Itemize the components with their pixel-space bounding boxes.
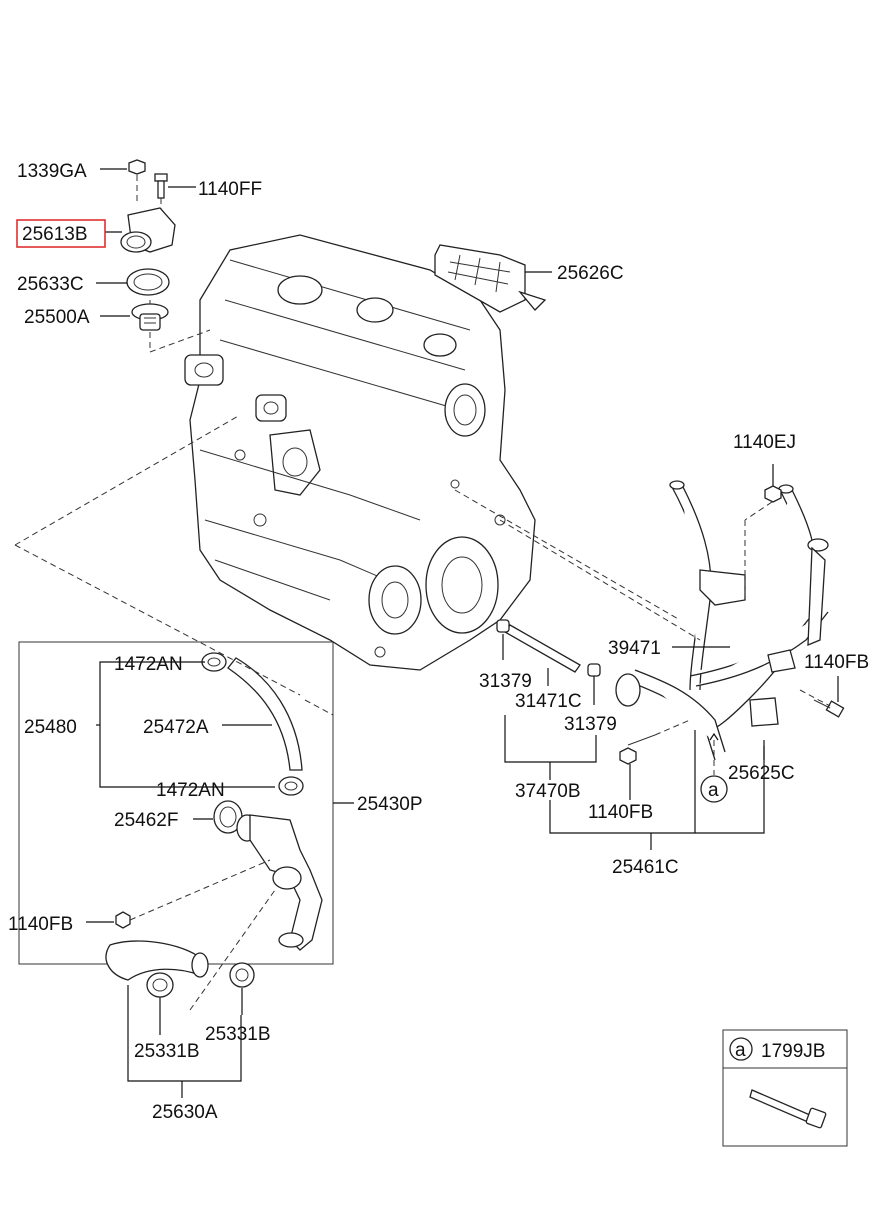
- label-1140FB-right[interactable]: 1140FB: [804, 652, 869, 673]
- legend-box: [722, 1029, 848, 1147]
- label-25480[interactable]: 25480: [24, 717, 77, 738]
- label-25625C[interactable]: 25625C: [728, 763, 795, 784]
- label-25461C[interactable]: 25461C: [612, 857, 679, 878]
- label-25630A[interactable]: 25630A: [152, 1102, 218, 1123]
- label-1140EJ[interactable]: 1140EJ: [733, 432, 796, 453]
- bolt-1140EJ: [764, 464, 782, 503]
- marker-a-label: a: [708, 780, 719, 801]
- hose-assembly: [18, 641, 354, 1098]
- label-25430P[interactable]: 25430P: [357, 794, 423, 815]
- label-25462F[interactable]: 25462F: [114, 810, 178, 831]
- selected-part-highlight: [16, 219, 106, 248]
- engine-block-illustration: [184, 234, 536, 671]
- label-1472AN-top[interactable]: 1472AN: [114, 654, 183, 675]
- label-25331B-left[interactable]: 25331B: [134, 1041, 200, 1062]
- legend-marker-label: a: [735, 1040, 746, 1061]
- label-1472AN-bot[interactable]: 1472AN: [156, 780, 225, 801]
- label-25472A[interactable]: 25472A: [143, 717, 209, 738]
- dashed-routing-lines: [14, 414, 701, 716]
- legend-part-label[interactable]: 1799JB: [761, 1041, 825, 1062]
- label-25626C[interactable]: 25626C: [557, 263, 624, 284]
- heat-shield-part: [434, 244, 552, 313]
- label-37470B[interactable]: 37470B: [515, 781, 581, 802]
- label-25633C[interactable]: 25633C: [17, 274, 84, 295]
- label-1339GA[interactable]: 1339GA: [17, 161, 87, 182]
- bolt-1140FB-right: [813, 699, 845, 718]
- label-1140FB-mid[interactable]: 1140FB: [588, 802, 653, 823]
- label-39471[interactable]: 39471: [608, 638, 661, 659]
- part-labels: 1339GA 1140FF 25613B 25633C 25500A 25626…: [8, 161, 869, 1123]
- label-31379-a[interactable]: 31379: [479, 671, 532, 692]
- water-pipe-assembly: [496, 464, 845, 850]
- bolt-1140FB-mid: [619, 734, 656, 765]
- thermostat-assembly: [96, 159, 211, 353]
- label-25500A[interactable]: 25500A: [24, 307, 90, 328]
- label-25331B-right[interactable]: 25331B: [205, 1024, 271, 1045]
- label-1140FF[interactable]: 1140FF: [198, 179, 262, 200]
- label-1140FB-left[interactable]: 1140FB: [8, 914, 73, 935]
- label-31379-b[interactable]: 31379: [564, 714, 617, 735]
- label-31471C[interactable]: 31471C: [515, 691, 582, 712]
- label-25613B[interactable]: 25613B: [22, 224, 88, 245]
